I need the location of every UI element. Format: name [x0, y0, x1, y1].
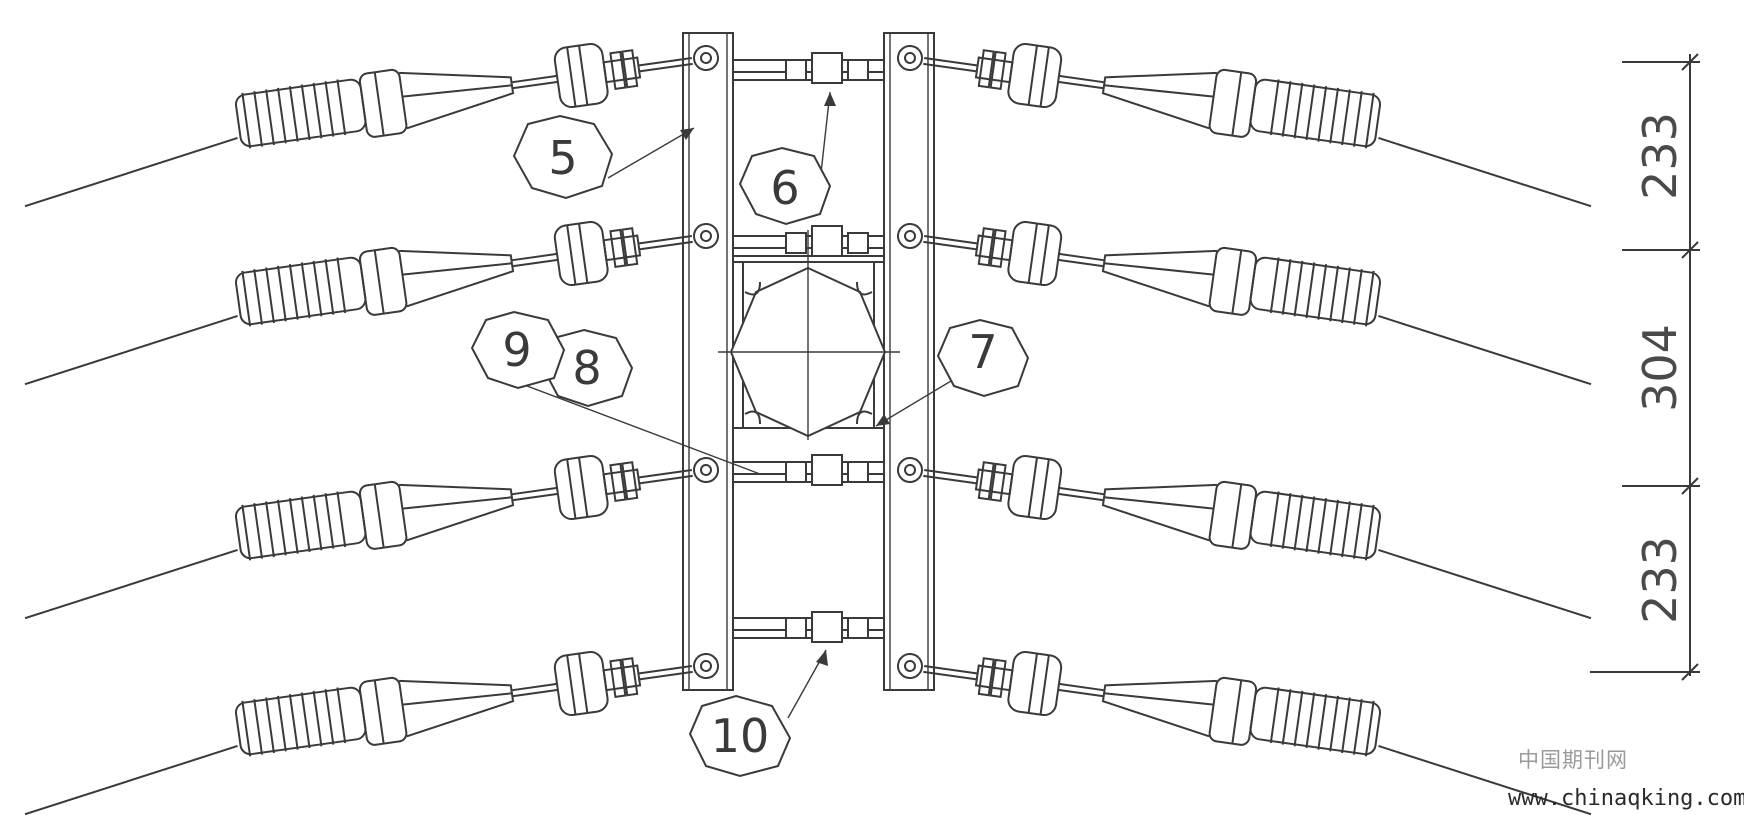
right-insulator-string [897, 651, 1592, 815]
dimension-233-top: 233 [1633, 112, 1687, 200]
right-insulator-string [897, 455, 1592, 620]
right-insulator-string [897, 221, 1592, 386]
left-insulator-strings [24, 43, 719, 815]
right-insulator-string [897, 43, 1592, 208]
center-bracket [718, 225, 900, 440]
label-5-text: 5 [548, 131, 577, 185]
dimension-chain: 233 304 233 [1590, 53, 1700, 681]
label-9-text: 9 [502, 323, 531, 377]
crossbar-bottom [733, 611, 884, 643]
left-insulator-string [24, 651, 719, 815]
watermark-url: www.chinaqking.com [1508, 786, 1744, 811]
label-8-text: 8 [572, 341, 601, 395]
right-insulator-strings [897, 43, 1592, 815]
label-7: 7 [936, 318, 1030, 398]
crossbar-top [733, 52, 884, 84]
label-10: 10 [688, 694, 792, 778]
left-insulator-string [24, 221, 719, 386]
crossbar-middle [733, 454, 884, 486]
central-frame [682, 32, 935, 691]
leader-lines [489, 91, 957, 719]
label-6-text: 6 [770, 161, 799, 215]
label-6: 6 [738, 146, 832, 226]
left-insulator-string [24, 43, 719, 208]
label-7-text: 7 [968, 325, 997, 379]
label-10-text: 10 [711, 709, 770, 763]
watermark-chinese: 中国期刊网 [1518, 748, 1628, 772]
label-5: 5 [512, 114, 614, 200]
dimension-233-bottom: 233 [1633, 536, 1687, 624]
left-insulator-string [24, 455, 719, 620]
label-9: 9 [470, 310, 566, 390]
dimension-304: 304 [1633, 324, 1687, 412]
right-vertical-plate [883, 32, 935, 691]
part-labels: 5 6 7 8 9 10 [470, 114, 1030, 778]
